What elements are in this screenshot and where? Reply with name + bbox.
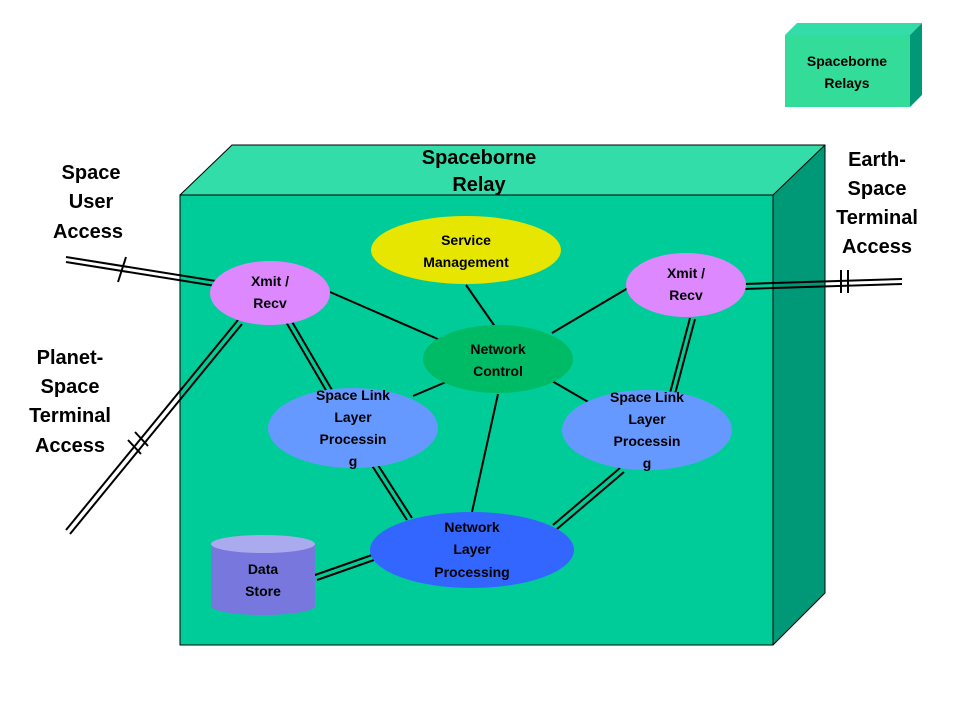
planet-space-access-link: [65, 319, 243, 535]
space-link-left-label-line4: g: [349, 453, 358, 469]
data-store-node: Data Store: [211, 535, 315, 615]
planet-space-access-tick-1: [127, 439, 142, 455]
relay-title-line2: Relay: [452, 174, 506, 196]
space-user-access-link: [65, 256, 223, 288]
space-user-access-tick: [117, 256, 127, 283]
legend-label-line1: Spaceborne: [807, 53, 887, 69]
earth-space-access-line1: Earth-: [848, 149, 906, 171]
space-user-access-line2: User: [69, 191, 114, 213]
xmit-recv-left-node: Xmit / Recv: [210, 261, 330, 325]
planet-space-access-line2: Space: [41, 376, 100, 398]
space-user-access-label: Space User Access: [53, 162, 123, 243]
network-layer-node: Network Layer Processing: [370, 512, 574, 588]
data-store-label-line1: Data: [248, 561, 279, 577]
data-path-connections: [285, 317, 696, 581]
planet-space-access-line3: Terminal: [29, 405, 111, 427]
planet-space-access-line4: Access: [35, 435, 105, 457]
space-user-access-line3: Access: [53, 221, 123, 243]
planet-space-access-tick-2: [134, 431, 149, 447]
xmit-recv-left-label-line2: Recv: [253, 295, 287, 311]
space-link-right-label-line1: Space Link: [610, 389, 684, 405]
xmit-recv-right-label-line1: Xmit /: [667, 265, 705, 281]
network-control-label-line2: Control: [473, 363, 523, 379]
legend-label-line2: Relays: [824, 75, 869, 91]
control-connections: [329, 284, 629, 513]
legend-box-top: [785, 23, 922, 35]
space-link-right-label-line4: g: [643, 455, 652, 471]
space-user-access-line1: Space: [62, 162, 121, 184]
earth-space-access-line2: Space: [848, 178, 907, 200]
space-link-left-node: Space Link Layer Processin g: [268, 387, 438, 469]
service-management-node: Service Management: [371, 216, 561, 284]
relay-title-line1: Spaceborne: [422, 147, 536, 169]
earth-space-access-line3: Terminal: [836, 207, 918, 229]
legend-box: Spaceborne Relays: [785, 23, 922, 107]
network-control-label-line1: Network: [470, 341, 525, 357]
space-link-right-node: Space Link Layer Processin g: [562, 389, 732, 471]
xmit-recv-right-label-line2: Recv: [669, 287, 703, 303]
earth-space-access-link: [743, 270, 903, 293]
data-store-label-line2: Store: [245, 583, 281, 599]
space-link-left-label-line2: Layer: [334, 409, 372, 425]
xmit-recv-left-label-line1: Xmit /: [251, 273, 289, 289]
planet-space-access-label: Planet- Space Terminal Access: [29, 347, 111, 457]
xmit-recv-right-node: Xmit / Recv: [626, 253, 746, 317]
service-management-label-line2: Management: [423, 254, 509, 270]
earth-space-access-line4: Access: [842, 236, 912, 258]
network-layer-label-line1: Network: [444, 519, 499, 535]
planet-space-access-line1: Planet-: [37, 347, 104, 369]
network-layer-label-line2: Layer: [453, 541, 491, 557]
space-link-right-label-line3: Processin: [614, 433, 681, 449]
relay-box-side: [773, 145, 825, 645]
legend-box-front: [785, 35, 910, 107]
network-layer-label-line3: Processing: [434, 564, 509, 580]
legend-box-side: [910, 23, 922, 107]
relay-box-edge: [772, 144, 826, 196]
service-management-label-line1: Service: [441, 232, 491, 248]
space-link-left-label-line1: Space Link: [316, 387, 390, 403]
earth-space-access-label: Earth- Space Terminal Access: [836, 149, 918, 258]
space-link-left-label-line3: Processin: [320, 431, 387, 447]
network-control-node: Network Control: [423, 325, 573, 393]
space-link-right-label-line2: Layer: [628, 411, 666, 427]
relay-box-top: [180, 145, 825, 195]
data-store-top: [211, 535, 315, 553]
